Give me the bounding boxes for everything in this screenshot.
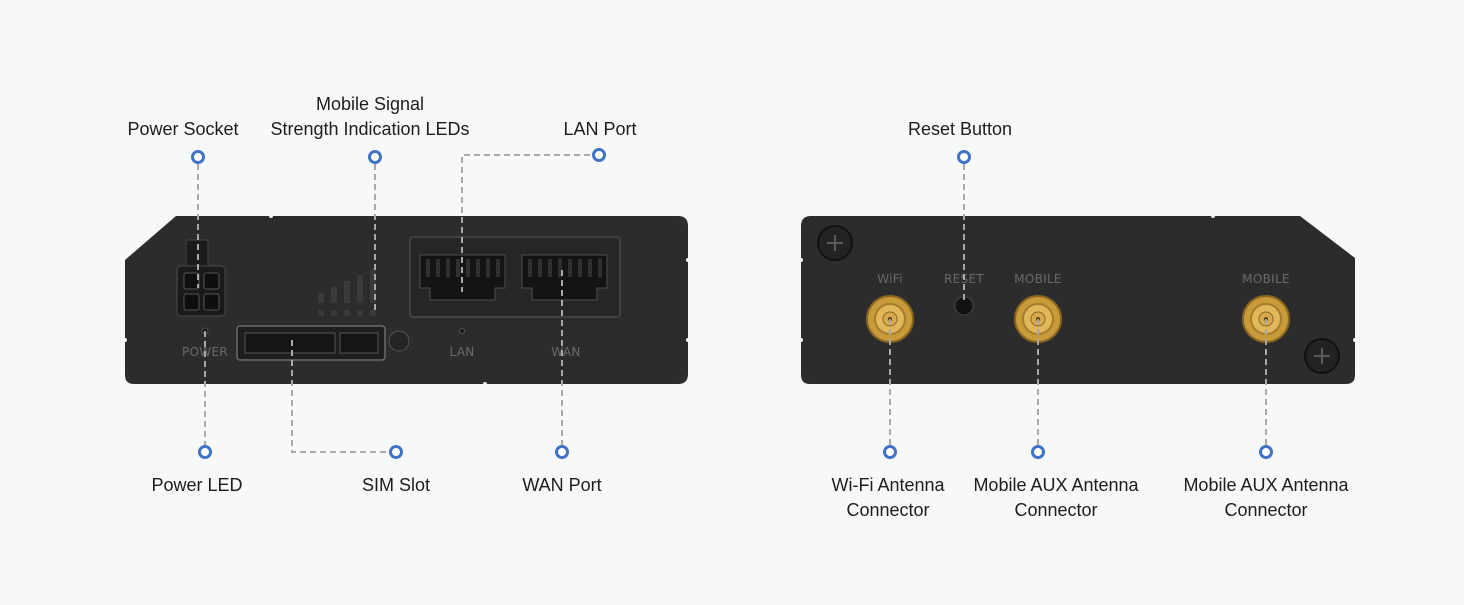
sim-slot xyxy=(236,325,386,361)
leader-sim-slot xyxy=(291,340,388,453)
wan-port xyxy=(521,254,608,301)
label-lan-port: LAN Port xyxy=(563,119,637,139)
leader-lan-port xyxy=(461,154,590,292)
marker-lan-port xyxy=(592,148,606,162)
screw-top-left xyxy=(817,225,853,261)
mobile-2-print: MOBILE xyxy=(1242,272,1290,286)
marker-sim-slot xyxy=(389,445,403,459)
marker-mobile-aux-2 xyxy=(1259,445,1273,459)
label-reset-button: Reset Button xyxy=(907,119,1013,139)
back-panel-body xyxy=(801,216,1355,384)
label-power-socket: Power Socket xyxy=(127,119,239,139)
back-panel: WiFi RESET MOBILE MOBILE xyxy=(799,214,1357,384)
leader-lines xyxy=(197,154,1267,453)
mobile-1-print: MOBILE xyxy=(1014,272,1062,286)
marker-power-led xyxy=(198,445,212,459)
label-sim-slot: SIM Slot xyxy=(361,475,431,495)
marker-mobile-aux-1 xyxy=(1031,445,1045,459)
wifi-print: WiFi xyxy=(877,272,903,286)
label-mobile-aux-2: Mobile AUX Antenna Connector xyxy=(1183,475,1349,520)
marker-wan-port xyxy=(555,445,569,459)
label-mobile-aux-1: Mobile AUX Antenna Connector xyxy=(973,475,1139,520)
sim-eject-hole xyxy=(388,330,410,352)
lan-print: LAN xyxy=(449,345,474,359)
markers xyxy=(191,148,1273,459)
label-power-led: Power LED xyxy=(151,475,243,495)
label-mobile-signal-leds: Mobile Signal Strength Indication LEDs xyxy=(270,94,470,139)
marker-signal-leds xyxy=(368,150,382,164)
front-panel: POWER xyxy=(123,214,690,386)
marker-wifi-antenna xyxy=(883,445,897,459)
marker-reset-button xyxy=(957,150,971,164)
marker-power-socket xyxy=(191,150,205,164)
label-wan-port: WAN Port xyxy=(522,475,602,495)
wan-print: WAN xyxy=(551,345,580,359)
label-wifi-antenna: Wi-Fi Antenna Connector xyxy=(831,475,945,520)
screw-bottom-right xyxy=(1304,338,1340,374)
